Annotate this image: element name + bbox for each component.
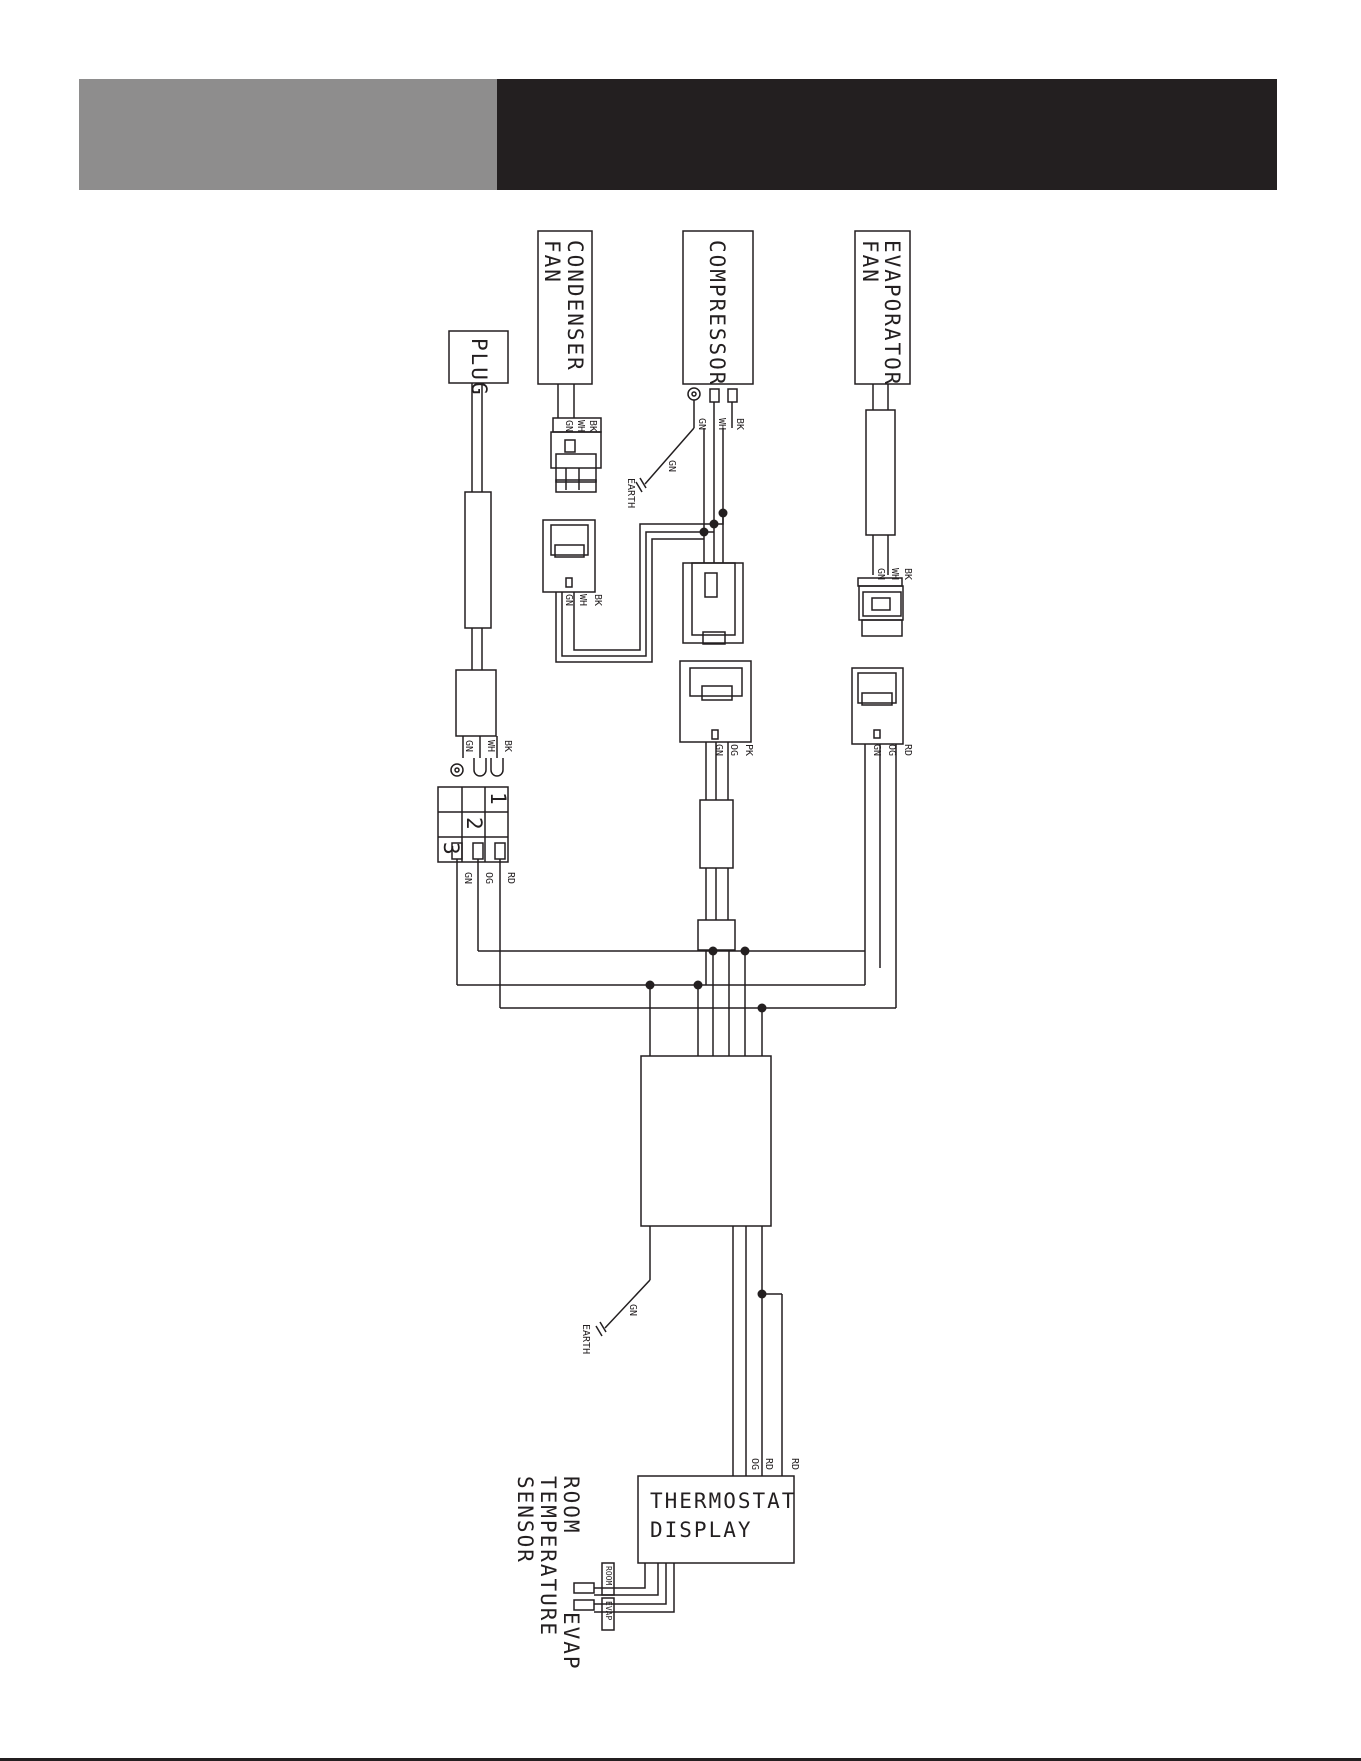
wire-code: GN bbox=[563, 420, 574, 432]
wire-code: PK bbox=[743, 744, 754, 756]
wire-code: RD bbox=[902, 744, 913, 756]
compressor-label: COMPRESSOR bbox=[705, 240, 729, 386]
plug-fork-terminal-n bbox=[474, 758, 486, 776]
wire-code: BK bbox=[587, 420, 598, 432]
condenser-fan-label-2: FAN bbox=[540, 240, 564, 284]
wire-code: WH bbox=[485, 740, 496, 752]
main-sleeve bbox=[700, 800, 733, 868]
evaporator-sleeve bbox=[866, 410, 895, 535]
evap-tag: EVAP bbox=[604, 1601, 613, 1620]
wire-code: OG bbox=[483, 872, 494, 884]
wire-code: BK bbox=[592, 594, 603, 606]
plug-label: PLUG bbox=[467, 338, 491, 397]
earth-gn-label: GN bbox=[627, 1304, 638, 1316]
wire-code: WH bbox=[716, 418, 727, 430]
wire-code: BK bbox=[734, 418, 745, 430]
thermostat-label-1: THERMOSTAT bbox=[650, 1489, 796, 1513]
earth-label: EARTH bbox=[625, 478, 636, 508]
evaporator-socket bbox=[852, 668, 903, 744]
wire-code: BK bbox=[902, 568, 913, 580]
wire-code: RD bbox=[789, 1458, 800, 1470]
wire-code: GN bbox=[713, 744, 724, 756]
wire-code: GN bbox=[463, 740, 474, 752]
earth-label: EARTH bbox=[580, 1324, 591, 1354]
evaporator-fan-connector bbox=[858, 578, 903, 636]
wire-code: WH bbox=[575, 420, 586, 432]
wire-code: GN bbox=[875, 568, 886, 580]
condenser-socket bbox=[543, 520, 595, 592]
terminal-1: 1 bbox=[486, 792, 510, 807]
control-box bbox=[641, 1056, 771, 1226]
wire-code: GN bbox=[563, 594, 574, 606]
wire-code: OG bbox=[728, 744, 739, 756]
wire-code: RD bbox=[505, 872, 516, 884]
temperature-sensor-label-1: TEMPERATURE bbox=[536, 1476, 560, 1637]
evaporator-fan-label-1: EVAPORATOR bbox=[880, 240, 904, 386]
compressor-connector bbox=[683, 563, 743, 644]
wire-code: WH bbox=[889, 568, 900, 580]
main-plug-connector bbox=[680, 661, 751, 742]
terminal-2: 2 bbox=[462, 817, 486, 832]
wire-code: BK bbox=[502, 740, 513, 752]
temperature-sensor-label-2: SENSOR bbox=[513, 1476, 537, 1564]
wire-code: GN bbox=[696, 418, 707, 430]
evaporator-fan-label-2: FAN bbox=[858, 240, 882, 284]
room-sensor-probe bbox=[574, 1583, 594, 1593]
wire-code: OG bbox=[886, 744, 897, 756]
compressor-earth-terminal bbox=[688, 388, 700, 400]
wire-code: OG bbox=[749, 1458, 760, 1470]
plug-earth-terminal bbox=[451, 764, 463, 776]
condenser-fan-label-1: CONDENSER bbox=[563, 240, 587, 372]
plug-cable-sleeve bbox=[465, 492, 491, 628]
evap-sensor-probe bbox=[574, 1600, 594, 1610]
wire-code: WH bbox=[577, 594, 588, 606]
evap-sensor-label: EVAP bbox=[559, 1612, 583, 1671]
thermostat-label-2: DISPLAY bbox=[650, 1518, 753, 1542]
wire-code: GN bbox=[462, 872, 473, 884]
plug-fork-terminal-l bbox=[491, 758, 503, 776]
wire-code: GN bbox=[871, 744, 882, 756]
room-sensor-label: ROOM bbox=[559, 1476, 583, 1535]
room-tag: ROOM bbox=[604, 1566, 613, 1585]
terminal-3: 3 bbox=[439, 842, 463, 857]
earth-gn-label: GN bbox=[666, 460, 677, 472]
wire-code: RD bbox=[763, 1458, 774, 1470]
